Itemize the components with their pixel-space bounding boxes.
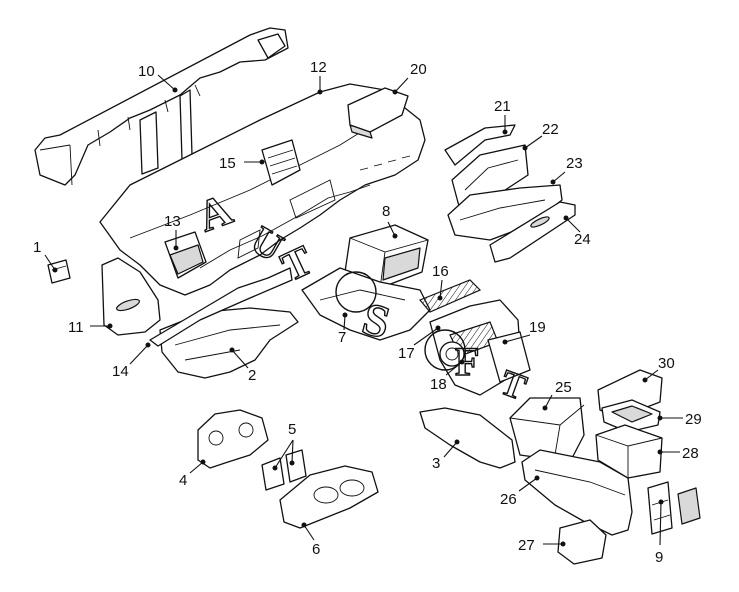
callout-16: 16 bbox=[432, 263, 449, 280]
callout-3: 3 bbox=[432, 455, 440, 472]
callout-23: 23 bbox=[566, 155, 583, 172]
callout-25: 25 bbox=[555, 379, 572, 396]
part-1-clip bbox=[47, 259, 71, 284]
callout-24: 24 bbox=[574, 231, 591, 248]
part-11-side-cover bbox=[101, 257, 161, 336]
part-6-cluster-bezel bbox=[279, 465, 379, 529]
svg-text:F: F bbox=[455, 339, 479, 384]
callout-13: 13 bbox=[164, 213, 181, 230]
callout-6: 6 bbox=[312, 541, 320, 558]
part-7-center-console-frame bbox=[301, 267, 431, 341]
part-13-vent-left bbox=[164, 231, 207, 279]
part-25-console-unit bbox=[509, 397, 585, 463]
callout-29: 29 bbox=[685, 411, 702, 428]
callout-22: 22 bbox=[542, 121, 559, 138]
callout-7: 7 bbox=[338, 329, 346, 346]
callout-27: 27 bbox=[518, 537, 535, 554]
callout-5: 5 bbox=[288, 421, 296, 438]
leader-lines bbox=[44, 74, 683, 547]
callout-12: 12 bbox=[310, 59, 327, 76]
callout-14: 14 bbox=[112, 363, 129, 380]
part-15-air-vent bbox=[261, 139, 301, 186]
part-26-center-console bbox=[521, 449, 633, 536]
callout-4: 4 bbox=[179, 472, 187, 489]
part-24-glovebox-door bbox=[489, 201, 576, 263]
callout-1: 1 bbox=[33, 239, 41, 256]
callout-15: 15 bbox=[219, 155, 236, 172]
part-9-switch-block bbox=[647, 481, 701, 535]
callout-17: 17 bbox=[398, 345, 415, 362]
part-5-gauge-lenses bbox=[261, 449, 307, 491]
part-4-cluster-hood bbox=[197, 409, 269, 469]
callout-26: 26 bbox=[500, 491, 517, 508]
part-3-side-trim bbox=[419, 407, 516, 469]
part-16-bezel-strip bbox=[419, 279, 482, 313]
part-28-storage-box bbox=[595, 424, 663, 479]
callout-11: 11 bbox=[68, 319, 84, 336]
callout-2: 2 bbox=[248, 367, 256, 384]
callout-labels: 1 2 3 4 5 6 7 8 9 10 11 12 13 14 15 16 1… bbox=[33, 59, 702, 566]
part-10-crossmember bbox=[34, 27, 289, 186]
part-21-trim-strip bbox=[444, 124, 516, 166]
part-23-glovebox bbox=[447, 184, 563, 241]
part-27-control-module bbox=[557, 519, 607, 565]
part-20-dash-vent bbox=[347, 87, 409, 139]
part-29-tray bbox=[601, 399, 661, 433]
callout-19: 19 bbox=[529, 319, 546, 336]
callout-21: 21 bbox=[494, 98, 511, 115]
callout-30: 30 bbox=[658, 355, 675, 372]
callout-28: 28 bbox=[682, 445, 699, 462]
callout-10: 10 bbox=[138, 63, 155, 80]
part-2-lower-trim bbox=[149, 267, 299, 379]
callout-18: 18 bbox=[430, 376, 447, 393]
callout-20: 20 bbox=[410, 61, 427, 78]
callout-9: 9 bbox=[655, 549, 663, 566]
callout-8: 8 bbox=[382, 203, 390, 220]
part-19-switch bbox=[487, 331, 531, 383]
